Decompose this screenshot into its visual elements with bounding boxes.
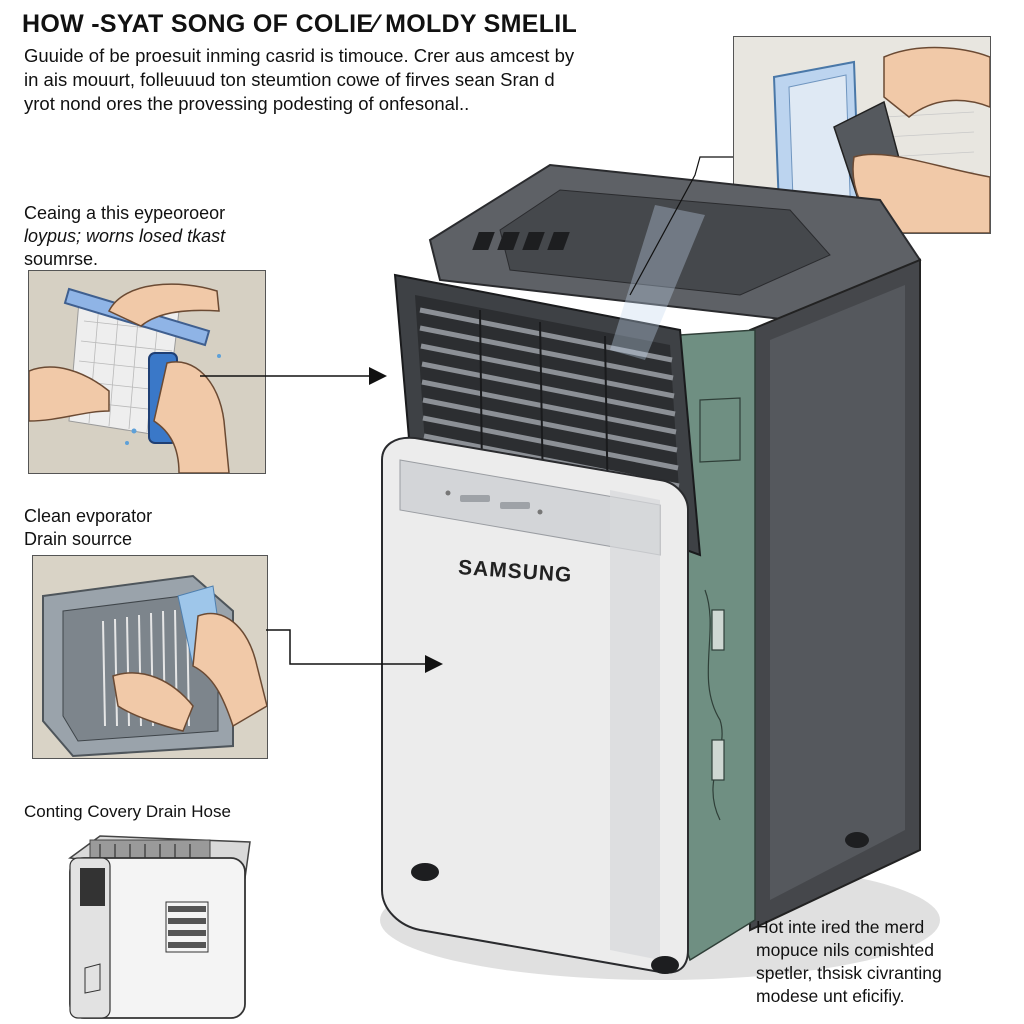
intro-line: in ais mouurt, folleuuud ton steumtion c… — [24, 69, 555, 90]
step-1-line: soumrse. — [24, 249, 99, 269]
step-3-line: Conting Covery Drain Hose — [24, 802, 231, 821]
step-2-photo-evaporator-clean — [32, 555, 268, 759]
step-1-line: loypus; worns losed tkast — [24, 226, 226, 246]
step-1-photo-filter-removal — [28, 270, 266, 474]
step-3-mini-unit — [60, 828, 260, 1024]
footer-line: spetler, thsisk civranting — [756, 963, 942, 983]
footer-line: mopuce nils comishted — [756, 940, 934, 960]
step-2-line: Drain sourrce — [24, 529, 133, 549]
step-2-label: Clean evporator Drain sourrce — [24, 505, 152, 551]
intro-line: yrot nond ores the provessing podesting … — [24, 93, 470, 114]
footer-note: Hot inte ired the merd mopuce nils comis… — [756, 916, 942, 1008]
inset-connector-line — [629, 156, 733, 296]
main-dehumidifier-unit — [360, 160, 940, 980]
control-panel — [445, 490, 543, 515]
footer-line: Hot inte ired the merd — [756, 917, 925, 937]
intro-text: Guuide of be proesuit inming casrid is t… — [24, 44, 574, 116]
page-title: HOW -SYAT SONG OF COLIE⁄ MOLDY SMELIL — [22, 10, 578, 38]
footer-line: modese unt eficifiy. — [756, 986, 905, 1006]
step-1-line: Ceaing a this eypeoroeor — [24, 203, 226, 223]
intro-line: Guuide of be proesuit inming casrid is t… — [24, 45, 575, 66]
top-vents — [472, 232, 570, 250]
step-1-label: Ceaing a this eypeoroeor loypus; worns l… — [24, 202, 225, 271]
step-3-label: Conting Covery Drain Hose — [24, 800, 231, 823]
step-2-line: Clean evporator — [24, 506, 153, 526]
arrow-right-icon — [266, 629, 443, 673]
